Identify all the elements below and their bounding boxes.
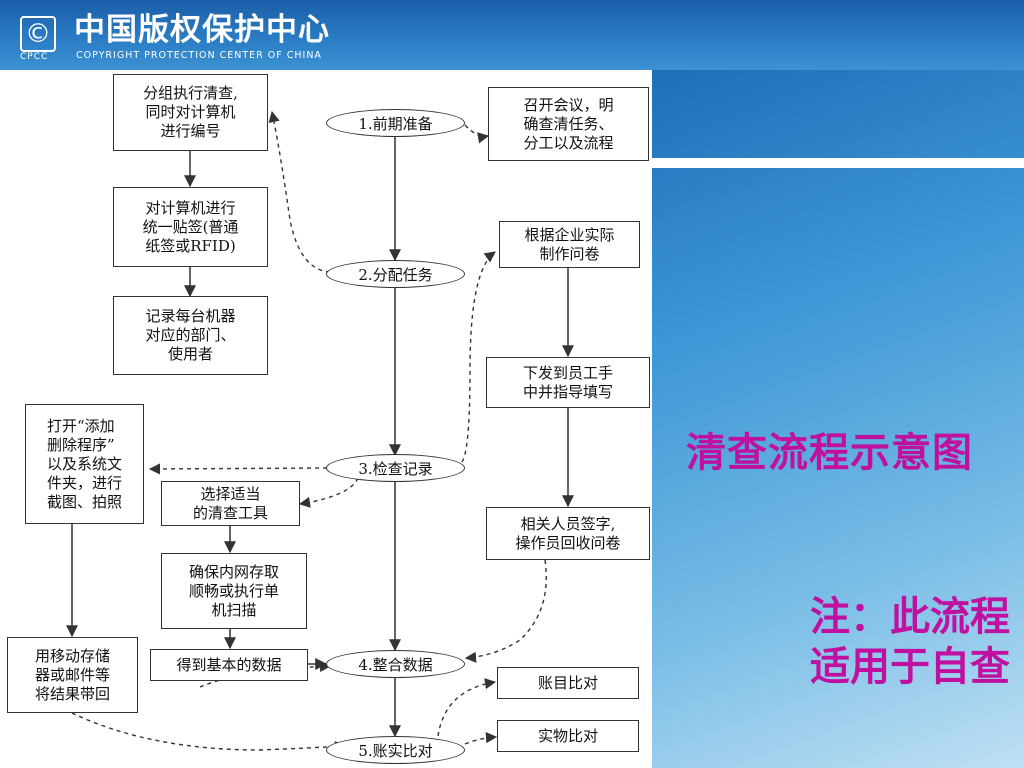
box-distribute: 下发到员工手 中并指导填写	[486, 357, 650, 408]
box-open-programs: 打开“添加 删除程序” 以及系统文 件夹，进行 截图、拍照	[25, 404, 144, 524]
dash-s2-group	[268, 110, 331, 273]
box-ensure-network: 确保内网存取 顺畅或执行单 机扫描	[161, 553, 307, 629]
dash-s3-open	[148, 463, 328, 475]
note-line-1: 注：此流程	[810, 594, 1010, 640]
dash-s1-meeting	[464, 124, 490, 144]
right-decor-panel	[652, 70, 1024, 768]
step-inspect: 3.检查记录	[326, 454, 465, 482]
flowchart: 1.前期准备 2.分配任务 3.检查记录 4.整合数据 5.账实比对 分组执行清…	[0, 70, 652, 768]
step-assign: 2.分配任务	[326, 260, 465, 288]
organization-title: 中国版权保护中心	[74, 12, 330, 48]
decor-strip	[652, 158, 1024, 168]
connector-layer	[66, 110, 574, 753]
slide-title: 清查流程示意图	[686, 430, 973, 476]
dash-mobile-s4	[199, 660, 332, 688]
box-physical-compare: 实物比对	[497, 720, 639, 752]
dash-mobile-s5	[71, 712, 347, 753]
dash-s5-physical	[464, 732, 498, 745]
box-group-exec: 分组执行清查, 同时对计算机 进行编号	[113, 74, 268, 151]
note-line-2: 适用于自查	[810, 644, 1010, 690]
logo-abbreviation: CPCC	[20, 52, 49, 62]
dash-s3-tool	[298, 477, 359, 508]
box-choose-tool: 选择适当 的清查工具	[161, 481, 300, 526]
step-prepare: 1.前期准备	[326, 109, 465, 137]
box-record-dept: 记录每台机器 对应的部门、 使用者	[113, 296, 268, 375]
box-basic-data: 得到基本的数据	[150, 649, 308, 681]
dash-s5-account	[437, 678, 497, 737]
box-meeting: 召开会议，明 确查清任务、 分工以及流程	[488, 87, 649, 161]
step-integrate: 4.整合数据	[326, 650, 465, 678]
organization-subtitle: COPYRIGHT PROTECTION CENTER OF CHINA	[76, 50, 322, 61]
header-bar: © CPCC 中国版权保护中心 COPYRIGHT PROTECTION CEN…	[0, 0, 1024, 70]
copyright-logo-icon: ©	[20, 16, 56, 52]
dash-sign-s4	[464, 559, 547, 663]
slide-note: 注：此流程 适用于自查	[760, 592, 1010, 692]
box-sign-collect: 相关人员签字, 操作员回收问卷	[486, 507, 650, 560]
box-questionnaire: 根据企业实际 制作问卷	[499, 221, 640, 268]
dash-s3-questionnaire	[461, 251, 496, 463]
box-mobile-storage: 用移动存储 器或邮件等 将结果带回	[7, 637, 138, 713]
step-compare: 5.账实比对	[326, 736, 465, 764]
box-account-compare: 账目比对	[497, 667, 639, 699]
box-label-sticker: 对计算机进行 统一贴签(普通 纸签或RFID)	[113, 187, 268, 267]
